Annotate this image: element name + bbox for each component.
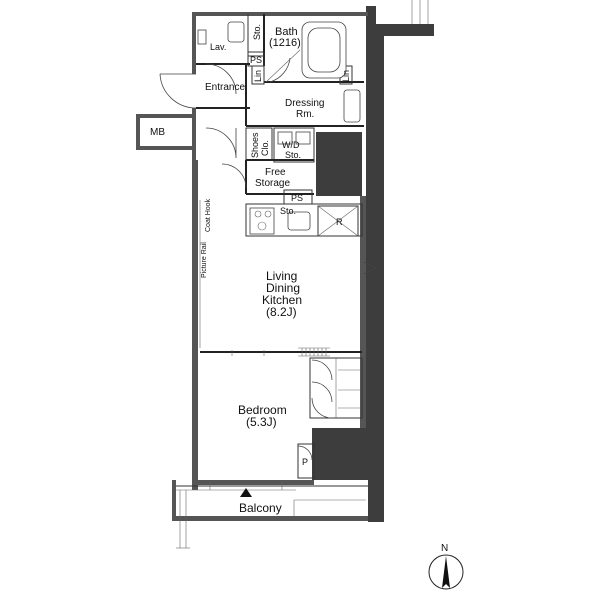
right-wall-ldk (360, 196, 366, 428)
mb-label: MB (150, 127, 165, 138)
bath-label: Bath (275, 26, 298, 38)
ps-top-label: PS (250, 55, 262, 65)
doors (159, 57, 333, 461)
core-shaft (316, 132, 362, 196)
coat-hook-label: Coat Hook (205, 198, 212, 232)
ps-mid-label: PS (291, 193, 303, 203)
north-arrow: N (428, 543, 464, 590)
ldk-living-label: Living (266, 269, 297, 283)
entrance-label: Entrance (205, 82, 245, 93)
p-closet-label: P (302, 457, 308, 467)
left-wall-long (192, 160, 198, 490)
balcony-area (176, 482, 368, 549)
balcony-bottom-wall (172, 516, 368, 521)
right-structural-wall (312, 6, 384, 522)
room-labels: Lav. Sto. Bath (1216) PS Lin Lin Entranc… (201, 24, 351, 515)
dressing-rm-label: Rm. (296, 109, 314, 120)
interior-partitions (196, 14, 364, 479)
left-wall-mid (192, 108, 196, 160)
bedroom-size-label: (5.3J) (246, 415, 277, 429)
top-right-column (376, 24, 434, 36)
ldk-size-label: (8.2J) (266, 305, 297, 319)
closet-rails (338, 369, 360, 409)
left-wall-upper (192, 12, 196, 74)
balcony-label: Balcony (239, 501, 282, 515)
ldk-dining-label: Dining (266, 281, 300, 295)
wd-sto-label: Sto. (285, 150, 301, 160)
kitchen-sink (287, 211, 311, 231)
lav-sink (227, 21, 245, 43)
lin-label-1: Lin (253, 70, 263, 82)
toilet (197, 29, 207, 45)
top-right-rail (411, 0, 429, 24)
wd-label: W/D (282, 140, 300, 150)
top-wall (192, 12, 368, 16)
dressing-label: Dressing (285, 98, 324, 109)
shoes-clo-label: Clo. (260, 140, 270, 156)
sto-kitchen-label: Sto. (280, 206, 296, 216)
fixtures (197, 21, 377, 275)
sliding-partition (231, 347, 330, 357)
bedroom-label: Bedroom (238, 403, 287, 417)
fridge-label: R (336, 217, 343, 227)
shoes-label: Shoes (250, 132, 260, 158)
bath-size-label: (1216) (269, 37, 301, 49)
stove (249, 207, 275, 235)
balcony-left-wall (172, 480, 176, 520)
free-storage-label: Storage (255, 178, 290, 189)
north-label: N (441, 543, 448, 554)
exterior-walls (172, 6, 434, 522)
picture-rail-label: Picture Rail (201, 242, 208, 278)
mb-box: MB (136, 114, 194, 150)
balcony-arrow (240, 488, 252, 497)
lin-label-2: Lin (341, 70, 351, 82)
dressing-basin (343, 89, 361, 123)
lav-label: Lav. (210, 42, 226, 52)
ldk-kitchen-label: Kitchen (262, 293, 302, 307)
sto-top-label: Sto. (252, 24, 262, 40)
entrance-door (159, 73, 197, 109)
north-arrow-needle (442, 556, 450, 588)
washer (277, 131, 293, 145)
free-label: Free (265, 167, 286, 178)
bedroom-bottom-wall (198, 480, 314, 485)
